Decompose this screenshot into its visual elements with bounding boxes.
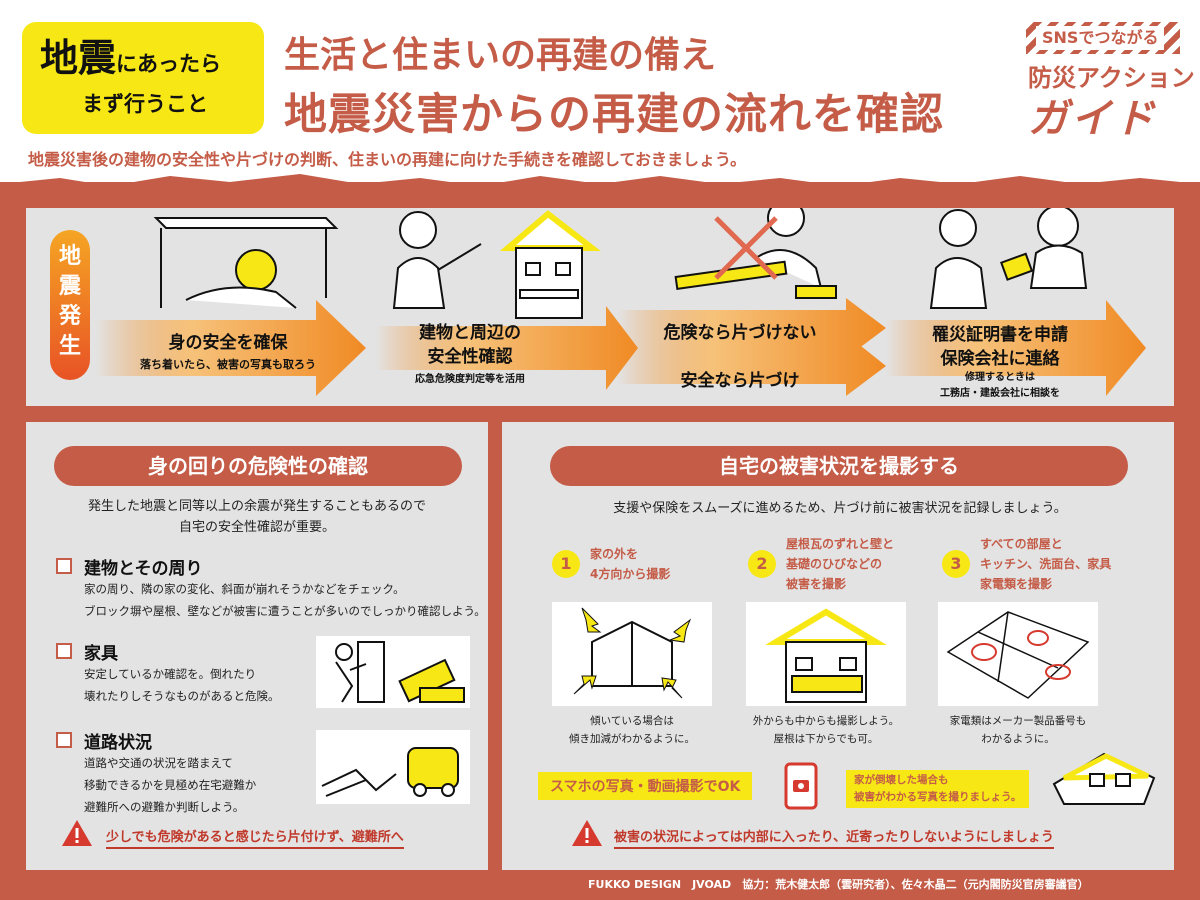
phase-char-4: 生: [58, 334, 81, 359]
guide-logo: SNSでつながる 防災アクション ガイド: [1026, 22, 1195, 142]
phase-char-2: 震: [58, 274, 81, 299]
badge-word-earthquake: 地震: [40, 36, 117, 80]
check-building-title: 建物とその周り: [84, 559, 203, 579]
check-road-desc-2: 移動できるかを見極め在宅避難か: [84, 778, 257, 792]
step4-title-2: 保険会社に連絡: [940, 349, 1060, 369]
step4-title-1: 罹災証明書を申請: [932, 325, 1068, 345]
photo-room-interior: [938, 602, 1098, 706]
damaged-road-illustration: [316, 730, 470, 804]
check-road-title: 道路状況: [84, 733, 152, 753]
badge-word-if: にあったら: [116, 52, 222, 76]
phase-char-1: 地: [58, 244, 81, 269]
flow-arrows: [96, 208, 1146, 396]
flow-arrow-1: [96, 300, 366, 396]
check-furniture-desc-2: 壊れたりしそうなものがあると危険。: [84, 689, 280, 703]
photo-step2-text-1: 屋根瓦のずれと壁と: [786, 537, 895, 551]
inspector-illustration: [392, 211, 482, 309]
collapsed-note-1: 家が倒壊した場合も: [854, 774, 949, 786]
warning-triangle-icon-2: [572, 820, 602, 846]
photo-step2-text-2: 基礎のひびなどの: [786, 557, 883, 571]
desk-shelter-illustration: [153, 217, 339, 309]
logo-big-text: ガイド: [1028, 96, 1157, 142]
smartphone-ok-label: スマホの写真・動画撮影でOK: [538, 772, 753, 800]
photo-step1-text-1: 家の外を: [590, 547, 639, 561]
surroundings-warning: 少しでも危険があると感じたら片付けず、避難所へ: [106, 826, 404, 849]
logo-mid-text: 防災アクション: [1028, 64, 1195, 92]
photo-step3-text-2: キッチン、洗面台、家具: [980, 557, 1112, 571]
page-title-line1: 生活と住まいの再建の備え: [284, 35, 717, 76]
photo-step1-text-2: 4方向から撮影: [590, 567, 671, 581]
step1-note: 落ち着いたら、被害の写真も取ろう: [140, 358, 316, 371]
flow-arrow-2: [376, 306, 638, 390]
collapsed-note-2: 被害がわかる写真を撮りましょう。: [854, 791, 1022, 803]
logo-stripe: SNSでつながる: [1026, 22, 1180, 54]
header-badge: 地震にあったら まず行うこと: [22, 22, 264, 134]
step-number-3: 3: [942, 550, 970, 578]
phase-earthquake-occurs: 地 震 発 生: [50, 230, 90, 380]
logo-top-text: SNSでつながる: [1036, 26, 1165, 50]
checkbox-building[interactable]: [56, 558, 72, 574]
step1-title: 身の安全を確保: [168, 333, 288, 353]
falling-furniture-illustration: [316, 636, 470, 708]
surroundings-para-2: 自宅の安全性確認が重要。: [178, 520, 335, 535]
checkbox-furniture[interactable]: [56, 643, 72, 659]
photo-damage-warning: 被害の状況によっては内部に入ったり、近寄ったりしないようにしましょう: [614, 826, 1054, 849]
photo-house-outside: [552, 602, 712, 706]
flow-arrow-3b: [618, 334, 886, 396]
step2-title-2: 安全性確認: [427, 347, 513, 367]
collapsed-house-illustration: [1052, 752, 1156, 805]
photo-step3-text-3: 家電類を撮影: [980, 577, 1053, 591]
badge-title: 地震にあったら: [40, 36, 221, 86]
warning-triangle-icon: [62, 820, 92, 846]
step4-note-2: 工務店・建設会社に相談を: [940, 388, 1060, 399]
photo1-caption-2: 傾き加減がわかるように。: [569, 733, 695, 745]
check-road-desc-3: 避難所への避難か判断しよう。: [84, 800, 245, 814]
photo-step2-text-3: 被害を撮影: [786, 577, 847, 591]
check-furniture-title: 家具: [84, 644, 118, 664]
step4-note-1: 修理するときは: [965, 372, 1035, 383]
checkbox-road[interactable]: [56, 732, 72, 748]
step3-safe-title: 安全なら片づけ: [680, 371, 800, 391]
check-road-desc-1: 道路や交通の状況を踏まえて: [84, 756, 233, 770]
flow-arrow-4: [886, 300, 1146, 396]
house-illustration: [499, 210, 601, 319]
photo-roof-damage: [746, 602, 906, 706]
smartphone-icon: [784, 762, 818, 810]
phase-char-3: 発: [58, 304, 81, 329]
footer-credits: FUKKO DESIGN JVOAD 協力：荒木健太郎（雲研究者）、佐々木晶二（…: [588, 878, 1089, 891]
badge-subtitle: まず行うこと: [82, 92, 208, 116]
collapsed-house-note: 家が倒壊した場合も 被害がわかる写真を撮りましょう。: [846, 770, 1030, 808]
photo-step3-text-1: すべての部屋と: [980, 537, 1063, 551]
photo1-caption-1: 傾いている場合は: [590, 715, 674, 727]
step2-note: 応急危険度判定等を活用: [415, 374, 525, 385]
check-building-desc-1: 家の周り、隣の家の変化、斜面が崩れそうかなどをチェック。: [84, 582, 405, 596]
step-number-2: 2: [748, 550, 776, 578]
photo2-caption-2: 屋根は下からでも可。: [773, 733, 879, 745]
surroundings-heading: 身の回りの危険性の確認: [54, 446, 462, 486]
flow-arrow-3a: [618, 298, 886, 358]
intro-text: 地震災害後の建物の安全性や片づけの判断、住まいの再建に向けた手続きを確認しておき…: [28, 150, 747, 169]
check-building-desc-2: ブロック塀や屋根、壁などが被害に遭うことが多いのでしっかり確認しよう。: [84, 604, 486, 618]
photo-damage-heading: 自宅の被害状況を撮影する: [550, 446, 1128, 486]
step3-danger-title: 危険なら片づけない: [663, 323, 817, 343]
photo3-caption-2: わかるように。: [981, 733, 1055, 745]
check-furniture-desc-1: 安定しているか確認を。倒れたり: [84, 667, 257, 681]
consultation-illustration: [929, 208, 1088, 309]
surroundings-para-1: 発生した地震と同等以上の余震が発生することもあるので: [87, 499, 426, 514]
step-number-1: 1: [552, 550, 580, 578]
photo3-caption-1: 家電類はメーカー製品番号も: [949, 715, 1087, 727]
cleanup-illustration: [674, 208, 837, 299]
photo-damage-para: 支援や保険をスムーズに進めるため、片づけ前に被害状況を記録しましょう。: [613, 501, 1067, 516]
step2-title-1: 建物と周辺の: [419, 323, 521, 343]
photo2-caption-1: 外からも中からも撮影しよう。: [752, 715, 900, 727]
page-title-line2: 地震災害からの再建の流れを確認: [284, 90, 944, 140]
